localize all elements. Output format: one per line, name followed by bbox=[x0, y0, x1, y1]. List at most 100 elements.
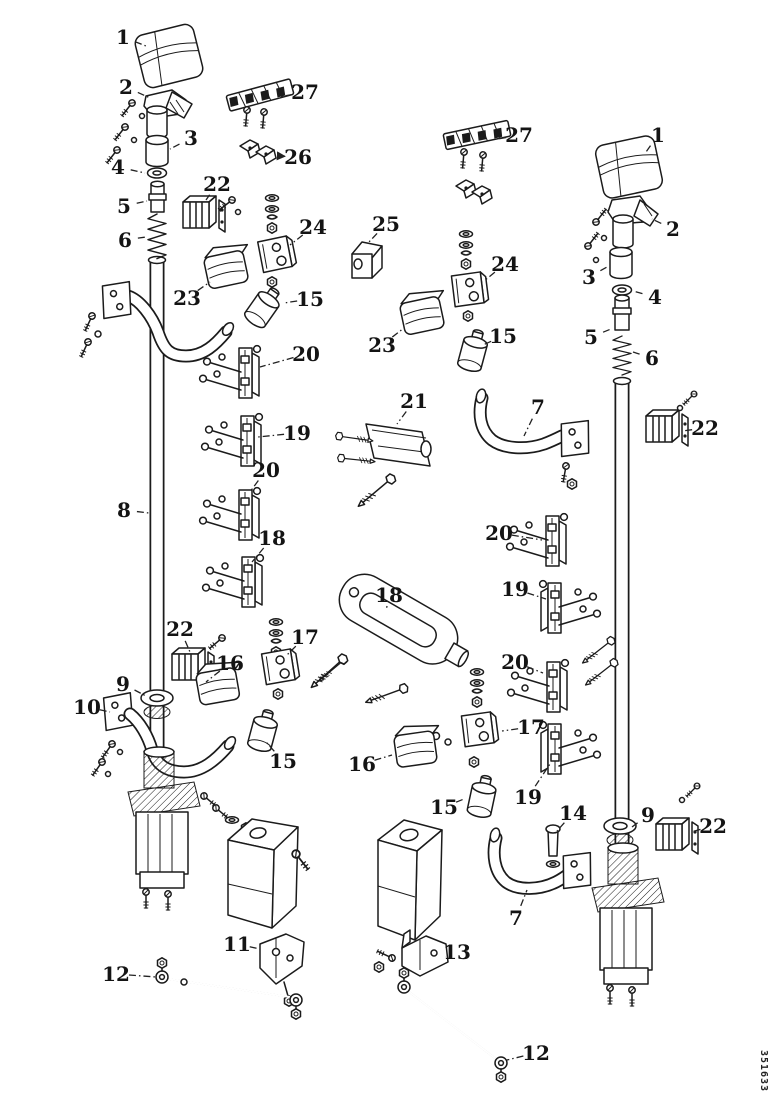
clamp-19-right-a bbox=[538, 579, 602, 634]
svg-text:8: 8 bbox=[117, 498, 131, 522]
svg-text:5: 5 bbox=[584, 325, 598, 349]
handle-7-right-mid bbox=[473, 388, 595, 490]
block-25 bbox=[351, 241, 383, 279]
svg-text:12: 12 bbox=[102, 962, 130, 986]
callout-8: 8 bbox=[117, 498, 150, 522]
callout-16: 16 bbox=[348, 752, 393, 776]
bracket-2-right bbox=[607, 195, 659, 249]
callout-17: 17 bbox=[285, 625, 319, 657]
svg-text:7: 7 bbox=[531, 395, 545, 419]
washerstack-17-center bbox=[471, 669, 484, 707]
svg-text:4: 4 bbox=[648, 285, 662, 309]
callout-19: 19 bbox=[501, 577, 547, 601]
svg-text:4: 4 bbox=[111, 155, 125, 179]
callout-22: 22 bbox=[203, 172, 231, 201]
svg-text:18: 18 bbox=[258, 526, 286, 550]
callout-17: 17 bbox=[501, 715, 545, 739]
callout-1: 1 bbox=[645, 123, 665, 153]
svg-text:22: 22 bbox=[699, 814, 727, 838]
callout-14: 14 bbox=[556, 801, 587, 832]
clips-right bbox=[455, 179, 493, 205]
clamp-18-left bbox=[201, 553, 265, 608]
callout-20: 20 bbox=[501, 650, 544, 674]
callout-26: 26 bbox=[276, 145, 312, 169]
stub-5-right bbox=[612, 294, 632, 331]
pad-23-center bbox=[396, 285, 452, 337]
screw-long-left bbox=[307, 651, 350, 692]
spring-6-left bbox=[147, 213, 167, 260]
callout-15: 15 bbox=[265, 741, 297, 773]
block-22-right-mid bbox=[645, 389, 699, 447]
callout-15: 15 bbox=[482, 324, 517, 348]
callout-1: 1 bbox=[116, 25, 147, 49]
svg-text:20: 20 bbox=[485, 521, 513, 545]
pin-14 bbox=[545, 824, 561, 868]
svg-text:14: 14 bbox=[559, 801, 587, 825]
cylinder-upper-left bbox=[146, 105, 168, 139]
svg-text:26: 26 bbox=[284, 145, 312, 169]
callout-5: 5 bbox=[117, 194, 148, 218]
svg-text:9: 9 bbox=[116, 672, 130, 696]
screw-18c-b bbox=[363, 682, 410, 708]
callout-20: 20 bbox=[249, 458, 280, 493]
cylinder-3-right bbox=[609, 246, 633, 280]
callout-2: 2 bbox=[651, 217, 680, 241]
svg-text:15: 15 bbox=[296, 287, 324, 311]
svg-text:15: 15 bbox=[269, 749, 297, 773]
lever-21 bbox=[334, 423, 432, 467]
svg-text:25: 25 bbox=[372, 212, 400, 236]
svg-text:5: 5 bbox=[117, 194, 131, 218]
strip-27-right bbox=[442, 119, 512, 151]
svg-text:2: 2 bbox=[666, 217, 680, 241]
svg-text:15: 15 bbox=[489, 324, 517, 348]
callout-20: 20 bbox=[485, 521, 543, 545]
svg-text:23: 23 bbox=[368, 333, 396, 357]
svg-text:15: 15 bbox=[430, 795, 458, 819]
callout-22: 22 bbox=[166, 617, 194, 653]
handle-7-left-top bbox=[77, 277, 235, 363]
svg-text:16: 16 bbox=[216, 651, 244, 675]
callout-2: 2 bbox=[119, 75, 151, 99]
cylinder-3-left bbox=[145, 134, 169, 168]
bracket-13 bbox=[373, 929, 449, 977]
block-22-left-top bbox=[182, 194, 242, 233]
svg-text:22: 22 bbox=[166, 617, 194, 641]
box-left bbox=[227, 818, 312, 929]
svg-text:19: 19 bbox=[283, 421, 311, 445]
tierod-12-center bbox=[398, 968, 507, 1082]
svg-text:19: 19 bbox=[514, 785, 542, 809]
svg-text:3: 3 bbox=[184, 126, 198, 150]
callout-24: 24 bbox=[289, 215, 327, 246]
callout-9: 9 bbox=[631, 803, 655, 828]
svg-text:3: 3 bbox=[582, 265, 596, 289]
bearing-9-left bbox=[140, 689, 174, 720]
svg-text:16: 16 bbox=[348, 752, 376, 776]
callout-18: 18 bbox=[251, 526, 286, 563]
svg-text:1: 1 bbox=[651, 123, 665, 147]
motor-right bbox=[592, 843, 664, 1006]
svg-text:20: 20 bbox=[252, 458, 280, 482]
svg-text:17: 17 bbox=[517, 715, 545, 739]
svg-text:1: 1 bbox=[116, 25, 130, 49]
callout-4: 4 bbox=[632, 285, 662, 309]
callout-9: 9 bbox=[116, 672, 147, 697]
bracket-10 bbox=[89, 689, 137, 778]
callout-11: 11 bbox=[223, 932, 261, 956]
callout-16: 16 bbox=[205, 651, 244, 683]
svg-text:10: 10 bbox=[73, 695, 101, 719]
svg-text:12: 12 bbox=[522, 1041, 550, 1065]
bracket-11 bbox=[259, 933, 305, 1007]
bracket-24-left bbox=[254, 195, 299, 288]
bracket-17-center bbox=[431, 707, 503, 768]
screws-2-left bbox=[103, 97, 146, 166]
shaft-right bbox=[612, 376, 632, 850]
cylinder-15-left-mid bbox=[241, 281, 287, 332]
callout-15: 15 bbox=[430, 795, 465, 819]
knob-1-left bbox=[132, 21, 206, 91]
callout-24: 24 bbox=[483, 252, 519, 282]
svg-text:27: 27 bbox=[505, 123, 533, 147]
screws-27-left bbox=[241, 105, 269, 129]
